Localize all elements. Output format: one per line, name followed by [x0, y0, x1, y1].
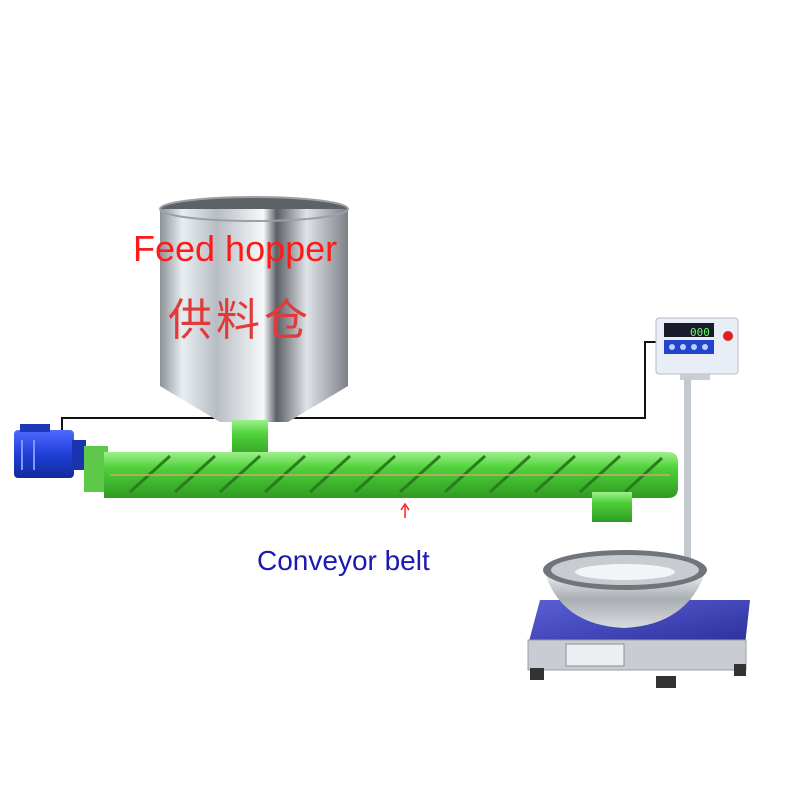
pointer-arrow	[400, 502, 410, 518]
indicator-display-readout: 000	[690, 326, 710, 339]
feed-hopper-label-zh: 供料仓	[168, 295, 312, 346]
screw-conveyor-tube	[84, 446, 678, 498]
control-wire	[61, 341, 665, 438]
feed-hopper	[159, 196, 349, 422]
drive-motor	[14, 424, 86, 478]
discharge-pipe	[592, 492, 632, 522]
stainless-bowl	[543, 550, 707, 628]
feed-hopper-label-en: Feed hopper	[133, 228, 338, 269]
weighing-indicator	[655, 317, 739, 380]
conveyor-belt-label: Conveyor belt	[257, 545, 430, 576]
indicator-pole	[684, 378, 691, 610]
